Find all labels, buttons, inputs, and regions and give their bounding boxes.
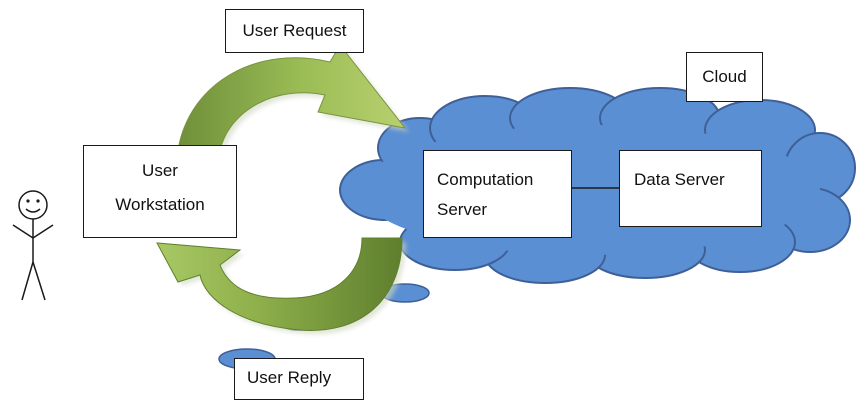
data-server-node: Data Server	[619, 150, 762, 227]
user-reply-text: User Reply	[247, 368, 332, 387]
computation-label-line1: Computation	[437, 170, 534, 189]
user-workstation-node: User Workstation	[83, 145, 237, 238]
computation-server-node: Computation Server	[423, 150, 572, 238]
user-request-label: User Request	[225, 9, 364, 53]
cloud-icon	[339, 87, 856, 284]
workstation-label-line1: User	[142, 161, 178, 180]
cloud-label-text: Cloud	[702, 67, 747, 86]
stick-figure-icon	[12, 190, 54, 301]
data-server-label: Data Server	[634, 170, 725, 189]
workstation-label-line2: Workstation	[115, 195, 205, 214]
reply-arrow-icon	[156, 237, 406, 335]
user-request-text: User Request	[242, 21, 347, 40]
user-reply-label: User Reply	[234, 358, 364, 400]
computation-label-line2: Server	[437, 200, 488, 219]
request-arrow-icon	[177, 44, 409, 154]
cloud-label: Cloud	[686, 52, 763, 102]
